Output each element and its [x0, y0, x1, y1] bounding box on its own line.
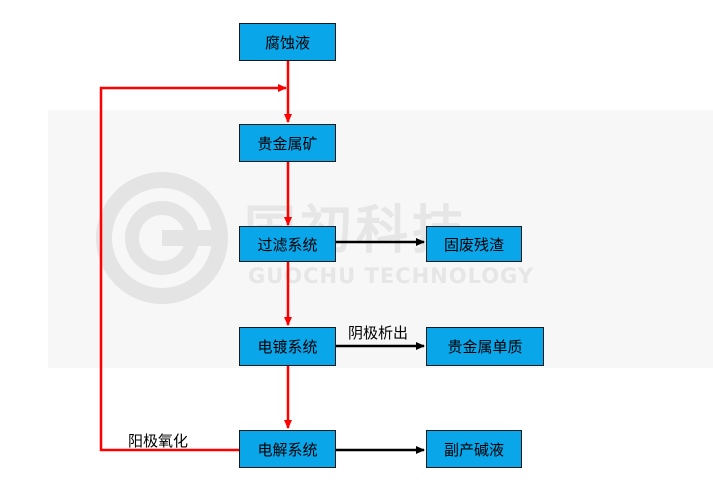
node-electrolysis-system: 电解系统 — [239, 430, 336, 468]
arrow-anode-recycle-loop — [99, 84, 287, 452]
node-etching-liquid: 腐蚀液 — [239, 23, 336, 61]
node-plating-system: 电镀系统 — [239, 327, 336, 366]
node-byproduct-alkali: 副产碱液 — [426, 430, 522, 468]
label-anode-oxidation: 阳极氧化 — [128, 432, 189, 450]
label-cathode-deposition: 阴极析出 — [348, 324, 409, 342]
node-filter-system: 过滤系统 — [239, 226, 336, 262]
guochu-g-logo-icon — [96, 172, 228, 304]
node-solid-waste: 固废残渣 — [426, 226, 522, 262]
node-precious-metal: 贵金属单质 — [426, 327, 544, 366]
background-band — [48, 110, 713, 368]
node-precious-ore: 贵金属矿 — [239, 124, 336, 162]
watermark-subtitle: GUOCHU TECHNOLOGY — [248, 264, 535, 288]
